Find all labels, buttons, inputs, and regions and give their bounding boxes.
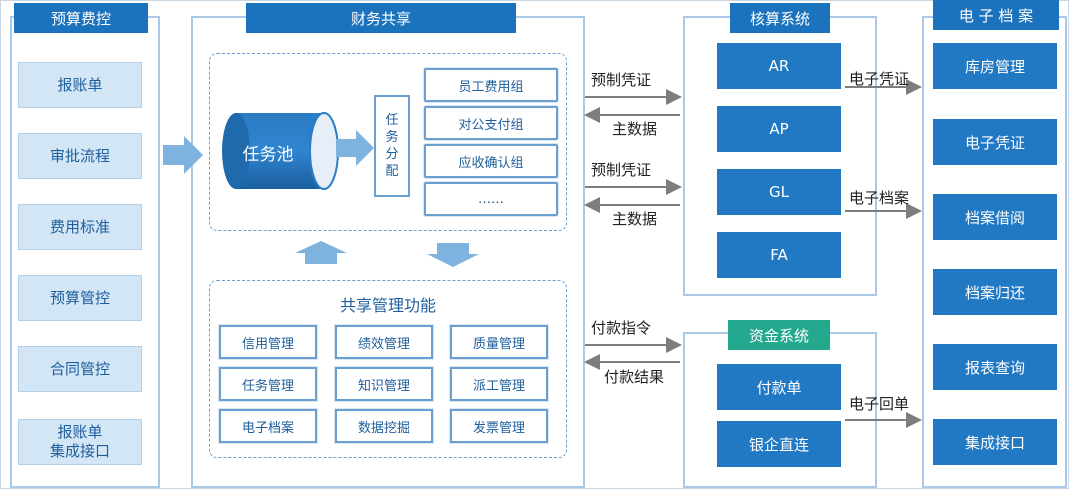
group-employee-expense[interactable]: 员工费用组	[424, 68, 558, 102]
task-assign-char-2: 务	[385, 130, 399, 145]
task-assign-char-4: 配	[385, 164, 399, 179]
budget-item-1[interactable]: 报账单	[18, 62, 142, 108]
budget-header: 预算费控	[14, 3, 148, 33]
mgmt-title: 共享管理功能	[339, 296, 436, 315]
mgmt-quality[interactable]: 质量管理	[450, 325, 548, 359]
mgmt-credit[interactable]: 信用管理	[219, 325, 317, 359]
archive-borrow[interactable]: 档案借阅	[933, 194, 1057, 240]
flow-label-master-1: 主数据	[612, 120, 658, 138]
mgmt-data-mining[interactable]: 数据挖掘	[335, 409, 433, 443]
mgmt-dispatch[interactable]: 派工管理	[450, 367, 548, 401]
funds-bank-direct[interactable]: 银企直连	[717, 421, 841, 467]
mgmt-performance[interactable]: 绩效管理	[335, 325, 433, 359]
archive-e-voucher[interactable]: 电子凭证	[933, 119, 1057, 165]
archive-warehouse[interactable]: 库房管理	[933, 43, 1057, 89]
mgmt-task[interactable]: 任务管理	[219, 367, 317, 401]
flow-label-e-archive: 电子档案	[849, 189, 910, 207]
flow-label-voucher-2: 预制凭证	[591, 161, 652, 179]
accounting-ap[interactable]: AP	[717, 106, 841, 152]
accounting-gl[interactable]: GL	[717, 169, 841, 215]
flow-label-e-voucher: 电子凭证	[849, 70, 910, 88]
finance-share-header: 财务共享	[246, 3, 516, 33]
accounting-header: 核算系统	[730, 3, 830, 33]
budget-item-5[interactable]: 合同管控	[18, 346, 142, 392]
budget-item-6[interactable]: 报账单 集成接口	[18, 419, 142, 465]
budget-item-3[interactable]: 费用标准	[18, 204, 142, 250]
flow-label-e-receipt: 电子回单	[849, 395, 910, 413]
archive-return[interactable]: 档案归还	[933, 269, 1057, 315]
budget-item-4[interactable]: 预算管控	[18, 275, 142, 321]
mgmt-knowledge[interactable]: 知识管理	[335, 367, 433, 401]
group-corporate-payment[interactable]: 对公支付组	[424, 106, 558, 140]
flow-label-master-2: 主数据	[612, 210, 658, 228]
group-more[interactable]: ……	[424, 182, 558, 216]
mgmt-invoice[interactable]: 发票管理	[450, 409, 548, 443]
flow-label-pay-result: 付款结果	[604, 368, 665, 386]
archive-report-query[interactable]: 报表查询	[933, 344, 1057, 390]
budget-item-2[interactable]: 审批流程	[18, 133, 142, 179]
task-assign-box[interactable]: 任 务 分 配	[374, 95, 410, 197]
flow-label-pay-cmd: 付款指令	[591, 319, 652, 337]
task-assign-char-1: 任	[385, 113, 399, 128]
funds-payment-order[interactable]: 付款单	[717, 364, 841, 410]
accounting-fa[interactable]: FA	[717, 232, 841, 278]
archive-panel	[922, 16, 1067, 488]
task-assign-char-3: 分	[385, 147, 399, 162]
archive-integration[interactable]: 集成接口	[933, 419, 1057, 465]
archive-header: 电 子 档 案	[933, 0, 1059, 30]
flow-label-voucher-1: 预制凭证	[591, 71, 652, 89]
accounting-ar[interactable]: AR	[717, 43, 841, 89]
group-receivable-confirm[interactable]: 应收确认组	[424, 144, 558, 178]
mgmt-e-archive[interactable]: 电子档案	[219, 409, 317, 443]
task-pool-label: 任务池	[242, 145, 294, 165]
funds-header: 资金系统	[728, 320, 830, 350]
